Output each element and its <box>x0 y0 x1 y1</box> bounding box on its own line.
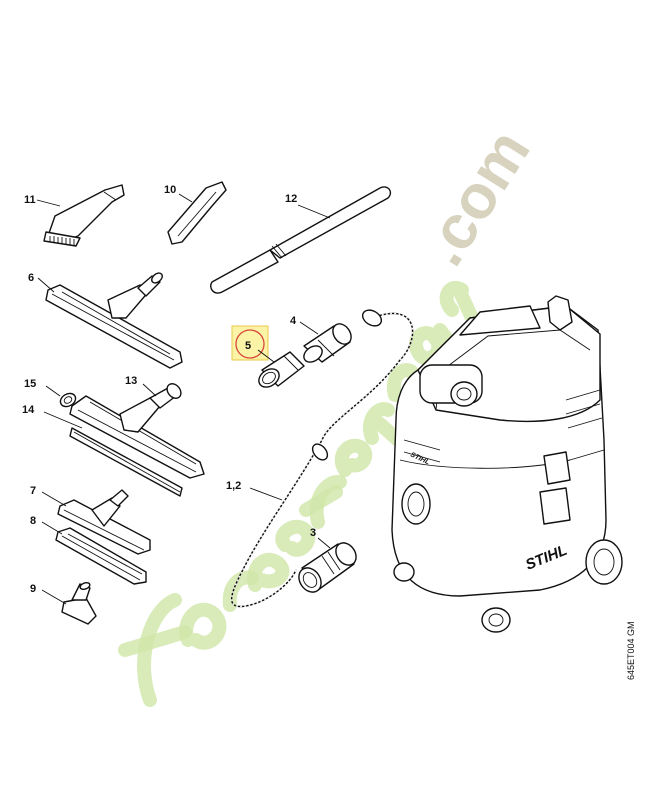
part-10-crevice-tool: 10 <box>164 181 227 245</box>
callout-8: 8 <box>30 515 36 527</box>
callout-4: 4 <box>290 315 297 327</box>
callout-1-2: 1,2 <box>226 480 241 492</box>
callout-11: 11 <box>24 194 36 206</box>
callout-5: 5 <box>245 340 251 352</box>
callout-13: 13 <box>125 375 137 387</box>
part-11-brush-nozzle: 11 <box>24 184 125 247</box>
part-7-upholstery-nozzle: 7 <box>30 485 151 555</box>
part-13-nozzle: 13 <box>69 375 205 479</box>
callout-15: 15 <box>24 378 36 390</box>
callout-9: 9 <box>30 583 36 595</box>
part-4-connector: 4 <box>290 315 352 363</box>
watermark-tail: .com <box>408 118 543 277</box>
part-15-cap: 15 <box>24 378 77 408</box>
highlight-circle <box>235 329 265 359</box>
callout-3: 3 <box>310 527 316 539</box>
part-9-small-nozzle: 9 <box>30 582 97 625</box>
part-3-connector: 3 <box>298 527 357 593</box>
callout-14: 14 <box>22 404 35 416</box>
part-8-insert: 8 <box>30 515 147 585</box>
part-5-adapter: 5 <box>231 325 305 388</box>
part-1-2-hose: 1,2 <box>226 309 414 608</box>
vacuum-cleaner: STIHL STIHL <box>391 295 623 633</box>
drawing-code: 645ET004 GM <box>626 621 636 680</box>
part-6-floor-nozzle: 6 <box>28 272 183 369</box>
callout-6: 6 <box>28 272 34 284</box>
callout-7: 7 <box>30 485 36 497</box>
callout-12: 12 <box>285 193 297 205</box>
callout-10: 10 <box>164 184 176 196</box>
highlight-box <box>231 325 269 361</box>
part-14-strip: 14 <box>22 404 183 497</box>
part-12-extension-tubes: 12 <box>210 186 392 294</box>
